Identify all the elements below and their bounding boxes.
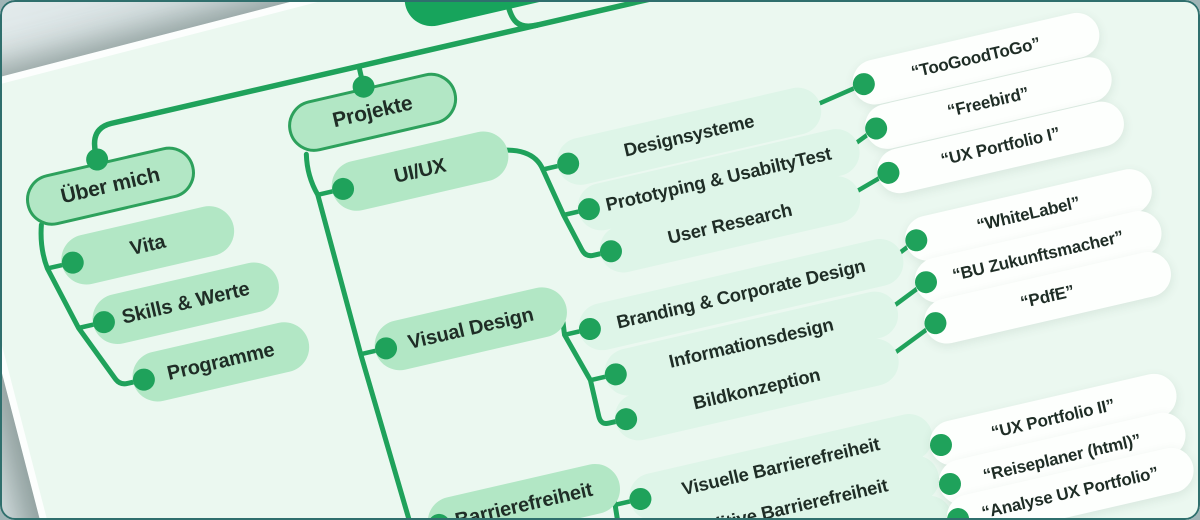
connector-dot xyxy=(92,311,115,334)
connector-dot xyxy=(604,363,627,386)
connector-dot xyxy=(914,271,937,294)
connector-dot xyxy=(629,487,652,510)
connector-dot xyxy=(929,433,952,456)
connector-dot xyxy=(615,408,638,431)
connector-dot xyxy=(375,337,398,360)
connector-dot xyxy=(557,152,580,175)
connector-dot xyxy=(332,177,355,200)
connector-dot xyxy=(578,317,601,340)
connector-dot xyxy=(352,75,375,98)
connector-line xyxy=(490,147,614,259)
connector-dot xyxy=(852,73,875,96)
connector-line xyxy=(38,222,147,387)
connector-dot xyxy=(938,472,961,495)
connector-dot xyxy=(428,513,451,520)
connector-dot xyxy=(61,251,84,274)
connector-dot xyxy=(132,368,155,391)
connector-dot xyxy=(905,229,928,252)
connector-dot xyxy=(924,312,947,335)
connector-dot xyxy=(877,161,900,184)
connector-dot xyxy=(599,240,622,263)
connector-dot xyxy=(865,117,888,140)
connector-line xyxy=(91,0,655,157)
connector-dot xyxy=(577,198,600,221)
connector-line xyxy=(303,151,442,520)
connector-dot xyxy=(86,148,109,171)
connector-dot xyxy=(947,508,970,520)
